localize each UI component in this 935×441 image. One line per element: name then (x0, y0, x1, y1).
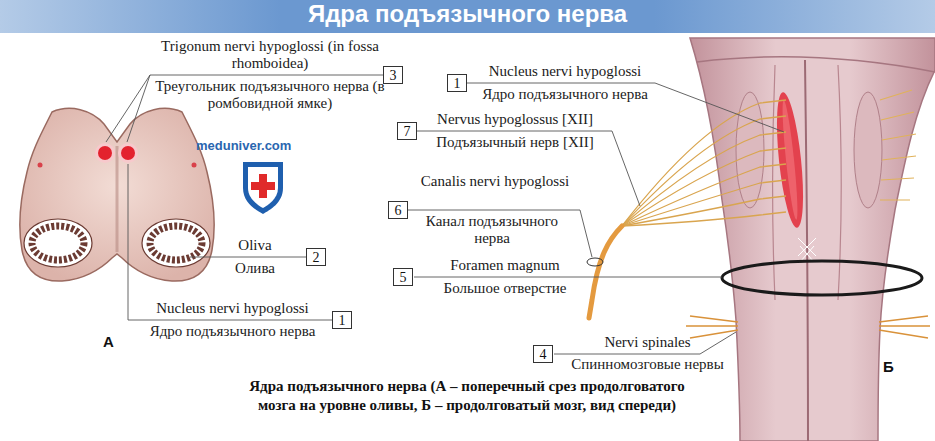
callout-number: 1 (447, 74, 467, 92)
pyramid-edge (838, 65, 841, 300)
small-nucleus (192, 163, 197, 168)
pyramid-edge (773, 65, 775, 300)
nerve-rootlets (622, 100, 786, 226)
pons-border (697, 57, 935, 72)
callout-number: 1 (332, 311, 352, 329)
spinal-nerves (686, 316, 930, 338)
callout-number-text: 5 (400, 270, 407, 285)
rootlet (622, 132, 786, 226)
spinal-nerve (879, 316, 930, 338)
hypoglossal-canal (587, 258, 603, 266)
leader-line (414, 277, 722, 278)
russian-term: Ядро подъязычного нерва (135, 323, 330, 340)
callout-number: 3 (383, 66, 403, 84)
latin-term: Nucleus nervi hypoglossi (135, 300, 330, 317)
olive (736, 92, 764, 208)
russian-term: Канал подъязычного нерва (412, 213, 572, 247)
callout-number-text: 4 (540, 347, 547, 362)
nucleus-halo (118, 143, 138, 163)
rootlet (622, 148, 786, 226)
latin-term: Nucleus nervi hypoglossi (470, 63, 660, 80)
hypoglossal-nucleus (772, 91, 808, 229)
small-nucleus (38, 163, 43, 168)
callout-number: 4 (533, 345, 553, 363)
rootlet (622, 100, 786, 226)
callout-number-text: 7 (404, 124, 411, 139)
callout-number-text: 6 (395, 203, 402, 218)
foramen-ring (722, 261, 922, 295)
olive-right-folds (150, 226, 202, 260)
latin-term: Canalis nervi hypoglossi (420, 173, 570, 190)
median-fissure (805, 60, 808, 441)
medulla-front (690, 38, 935, 441)
olive-left-core (39, 232, 77, 254)
leader-line (408, 210, 592, 257)
russian-term: Олива (200, 260, 310, 277)
latin-term: Oliva (200, 237, 310, 254)
leader-lines (106, 75, 784, 354)
latin-term: Foramen magnum (420, 257, 590, 274)
watermark: meduniver.com (196, 137, 306, 154)
shield-inner (248, 167, 278, 208)
callout-number-text: 1 (339, 313, 346, 328)
russian-term: Большое отверстие (420, 280, 590, 297)
latin-term: Nervi spinales (560, 334, 735, 351)
olive-left (24, 219, 92, 267)
latin-term: Trigonum nervi hypoglossi (in fossa rhom… (160, 38, 380, 72)
cross (251, 182, 275, 190)
rootlet (622, 212, 786, 226)
latin-term: Nervus hypoglossus [XII] (420, 111, 610, 128)
callout-number: 5 (393, 268, 413, 286)
rootlet (622, 180, 786, 226)
spinal-nerve (686, 316, 738, 338)
olive-right-core (157, 232, 195, 254)
leader-line (417, 131, 640, 206)
rootlet (622, 164, 786, 226)
title-band (0, 0, 935, 33)
callout-number-text: 3 (390, 68, 397, 83)
olive-right (142, 219, 210, 267)
callout-number: 6 (388, 201, 408, 219)
leader-line (190, 257, 306, 258)
olive (854, 92, 882, 208)
russian-term: Подъязычный нерв [XII] (420, 134, 610, 151)
rootlet (622, 196, 786, 226)
medulla-section (20, 108, 214, 281)
callout-number: 7 (397, 122, 417, 140)
hypoglossal-nucleus (121, 146, 135, 160)
decussation (798, 238, 816, 262)
other-rootlets (880, 90, 916, 200)
callout-number-text: 2 (313, 250, 320, 265)
medulla-outline (690, 38, 935, 441)
shield (243, 162, 283, 214)
rootlet (622, 116, 786, 226)
russian-term: Спинномозговые нервы (560, 356, 735, 373)
page-title: Ядра подъязычного нерва (0, 0, 935, 33)
callout-number: 2 (306, 248, 326, 266)
leader-line (554, 332, 736, 354)
raphe (116, 146, 119, 252)
nucleus-highlight (780, 100, 800, 220)
olive-left-folds (32, 226, 84, 260)
figure-caption: Ядра подъязычного нерва (А – поперечный … (242, 377, 692, 415)
hypoglossal-nerve (589, 226, 622, 318)
watermark-shield (243, 162, 283, 214)
rootlet (880, 90, 916, 200)
section-outline (20, 108, 214, 281)
russian-term: Треугольник подъязычного нерва (в ромбов… (155, 78, 385, 112)
nucleus-halo (95, 143, 115, 163)
panel-letter: А (103, 333, 123, 350)
panel-letter: Б (883, 358, 903, 375)
callout-number-text: 1 (454, 76, 461, 91)
russian-term: Ядро подъязычного нерва (470, 86, 660, 103)
leader-line (128, 164, 332, 320)
hypoglossal-nucleus (98, 146, 112, 160)
